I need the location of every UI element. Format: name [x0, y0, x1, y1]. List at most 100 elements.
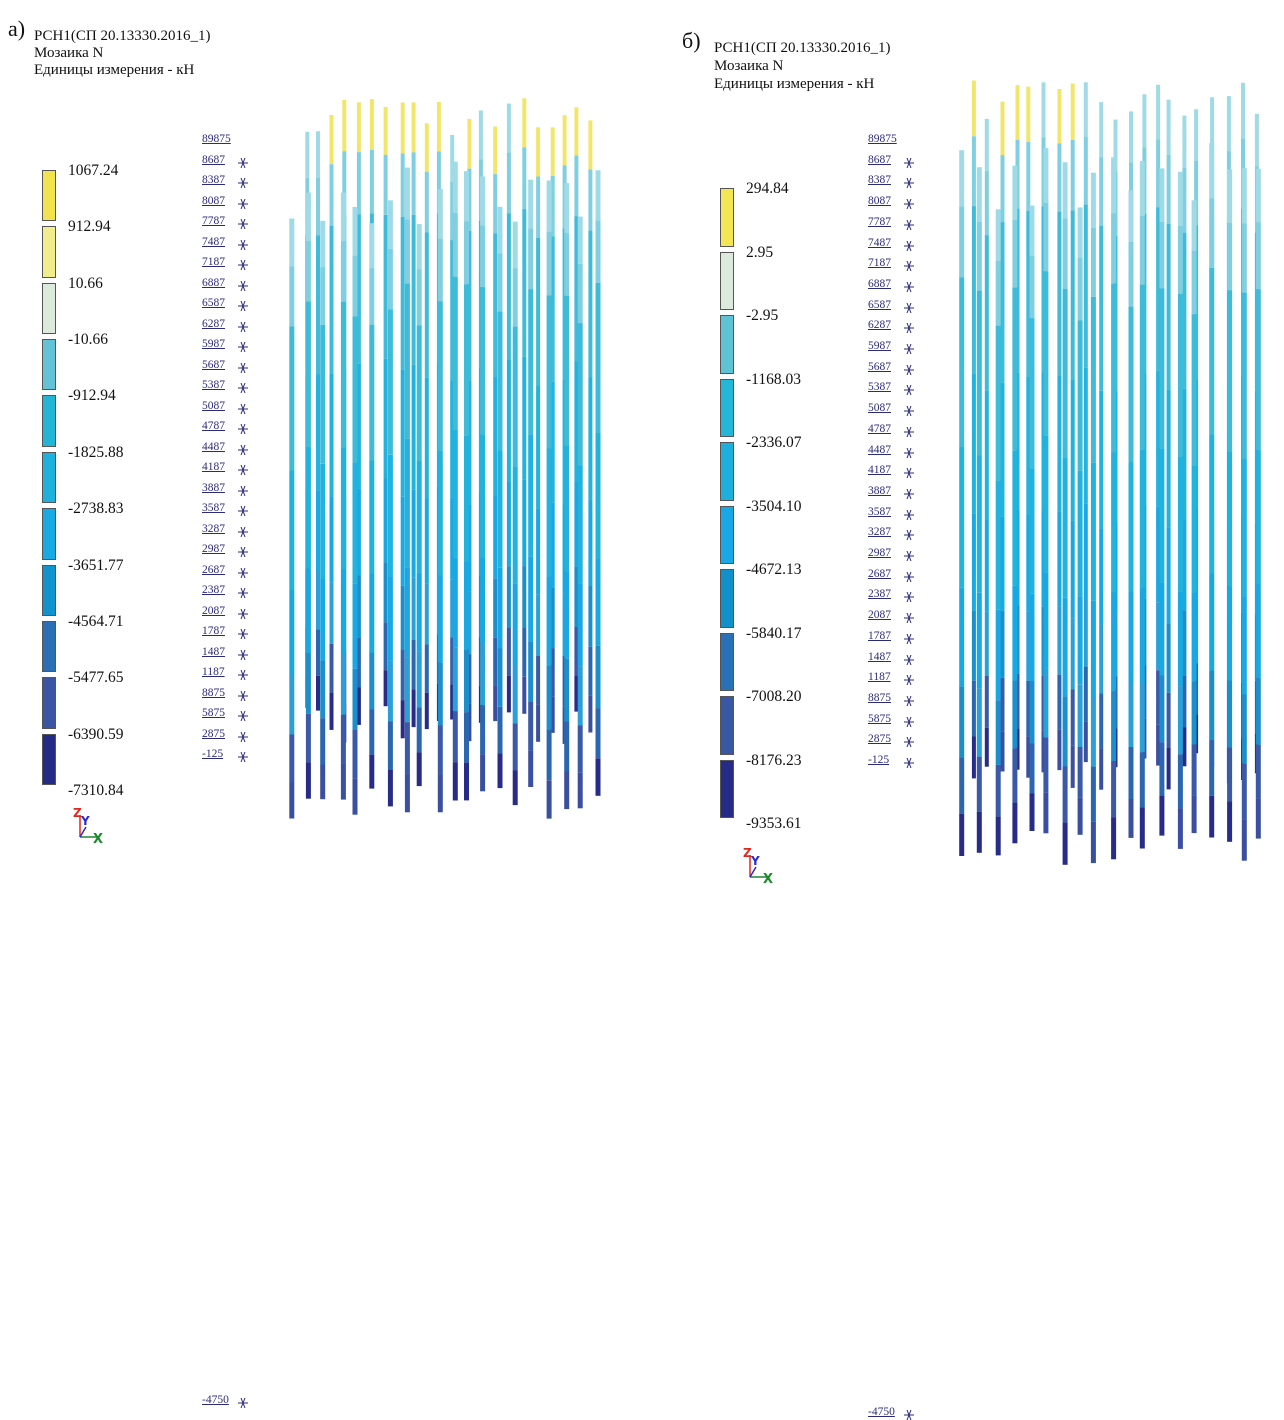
elevation-label: -125 [868, 754, 890, 766]
pile-segment [1139, 752, 1145, 808]
elevation-mark: 3887 [868, 485, 914, 499]
pile-segment [1156, 139, 1161, 208]
pile-segment [512, 466, 518, 584]
pile-segment [1191, 744, 1197, 796]
scale-swatch [720, 632, 734, 691]
pile-segment [971, 136, 976, 207]
elevation-mark: 3287 [202, 523, 248, 537]
pile-segment [1182, 167, 1187, 233]
pile-segment [976, 811, 982, 853]
pile-segment [1083, 666, 1088, 722]
elevation-label: 5987 [868, 340, 891, 352]
pile-segment [1043, 737, 1049, 793]
pile-segment [316, 629, 320, 676]
pile-segment [588, 585, 593, 647]
scale-value: -5477.65 [68, 669, 124, 687]
pile-segment [1209, 740, 1215, 796]
scale-swatch [720, 442, 734, 501]
pile-segment [546, 576, 552, 666]
pile-segment [564, 295, 570, 446]
scale-swatch [42, 677, 56, 729]
pile-segment [1128, 591, 1134, 683]
elevation-mark: 8687 [868, 154, 914, 168]
pile-segment [1191, 795, 1197, 834]
pile-segment [971, 680, 976, 737]
pile-segment [320, 579, 326, 661]
elevation-mark: 5875 [202, 707, 248, 721]
pile-segment [467, 654, 472, 704]
units-label: Единицы измерения - кН [714, 76, 875, 92]
pile-segment [452, 161, 458, 213]
elevation-mark: 2875 [868, 733, 914, 748]
pile-segment [1057, 375, 1062, 512]
pile-segment [305, 192, 311, 241]
pile-segment [340, 192, 346, 242]
pile-segment [595, 645, 601, 709]
pile-segment [424, 498, 429, 584]
pile-segment [1012, 802, 1018, 844]
pile-segment [959, 277, 965, 447]
pile-segment [329, 115, 334, 165]
elevation-label: 6287 [868, 319, 891, 332]
pile-segment [369, 325, 375, 461]
elevation-mark: 89875 [202, 133, 231, 147]
pile-segment [1226, 96, 1231, 152]
elevation-mark: 1487 [202, 646, 248, 660]
pile-segment [450, 240, 455, 381]
pile-segment [1015, 509, 1020, 606]
pile-segment [959, 686, 965, 758]
elevation-label: 5387 [868, 381, 891, 394]
pile-segment [383, 214, 388, 359]
pile-segment [1111, 452, 1117, 593]
elevation-label: 2987 [868, 547, 891, 559]
pile-segment [577, 725, 583, 773]
pile-segment [464, 284, 469, 436]
pile-segment [497, 648, 503, 707]
pile-segment [497, 311, 503, 451]
pile-segment [480, 705, 486, 755]
pile-segment [416, 651, 422, 708]
pile-segment [512, 583, 518, 665]
elevation-mark: 7487 [868, 237, 914, 251]
pile-segment [522, 566, 527, 628]
pile-segment [383, 562, 388, 623]
level-tick-icon [238, 198, 248, 209]
elevation-mark: 5387 [202, 379, 248, 393]
pile-segment [546, 665, 552, 730]
level-tick-icon [238, 280, 248, 291]
pile-segment [1015, 139, 1020, 209]
pile-segment [995, 325, 1001, 481]
pile-segment [497, 753, 503, 789]
pile-segment [497, 567, 503, 649]
pile-segment [400, 585, 405, 650]
pile-segment [1111, 690, 1117, 761]
elevation-label: 4487 [868, 443, 891, 456]
pile-segment [1209, 143, 1215, 199]
pile-segment [546, 231, 552, 296]
elevation-label: 4787 [868, 422, 891, 435]
level-tick-icon [238, 670, 248, 680]
elevation-mark: 5875 [868, 713, 914, 727]
pile-segment [1227, 223, 1233, 291]
elevation-mark: 6287 [202, 318, 248, 332]
pile-segment [1159, 288, 1165, 449]
elevation-mark: 2987 [202, 543, 248, 557]
pile-segment [1191, 314, 1197, 467]
level-tick-icon [904, 344, 914, 354]
pile-segment [1057, 511, 1062, 607]
pile-segment [536, 704, 541, 742]
pile-segment [416, 752, 422, 787]
pile-segment [512, 221, 518, 269]
pile-segment [480, 225, 486, 288]
pile-segment [528, 702, 534, 751]
pile-segment [1015, 673, 1020, 729]
elevation-label: 8087 [868, 195, 891, 208]
elevation-mark: 4487 [868, 443, 914, 458]
pile-segment [1194, 109, 1199, 161]
pile-segment [1177, 686, 1183, 755]
scale-value: -3651.77 [68, 556, 124, 574]
level-tick-icon [904, 281, 914, 292]
elevation-mark: 2387 [202, 584, 248, 598]
pile-segment [1062, 696, 1068, 767]
pile-segment [452, 212, 458, 277]
